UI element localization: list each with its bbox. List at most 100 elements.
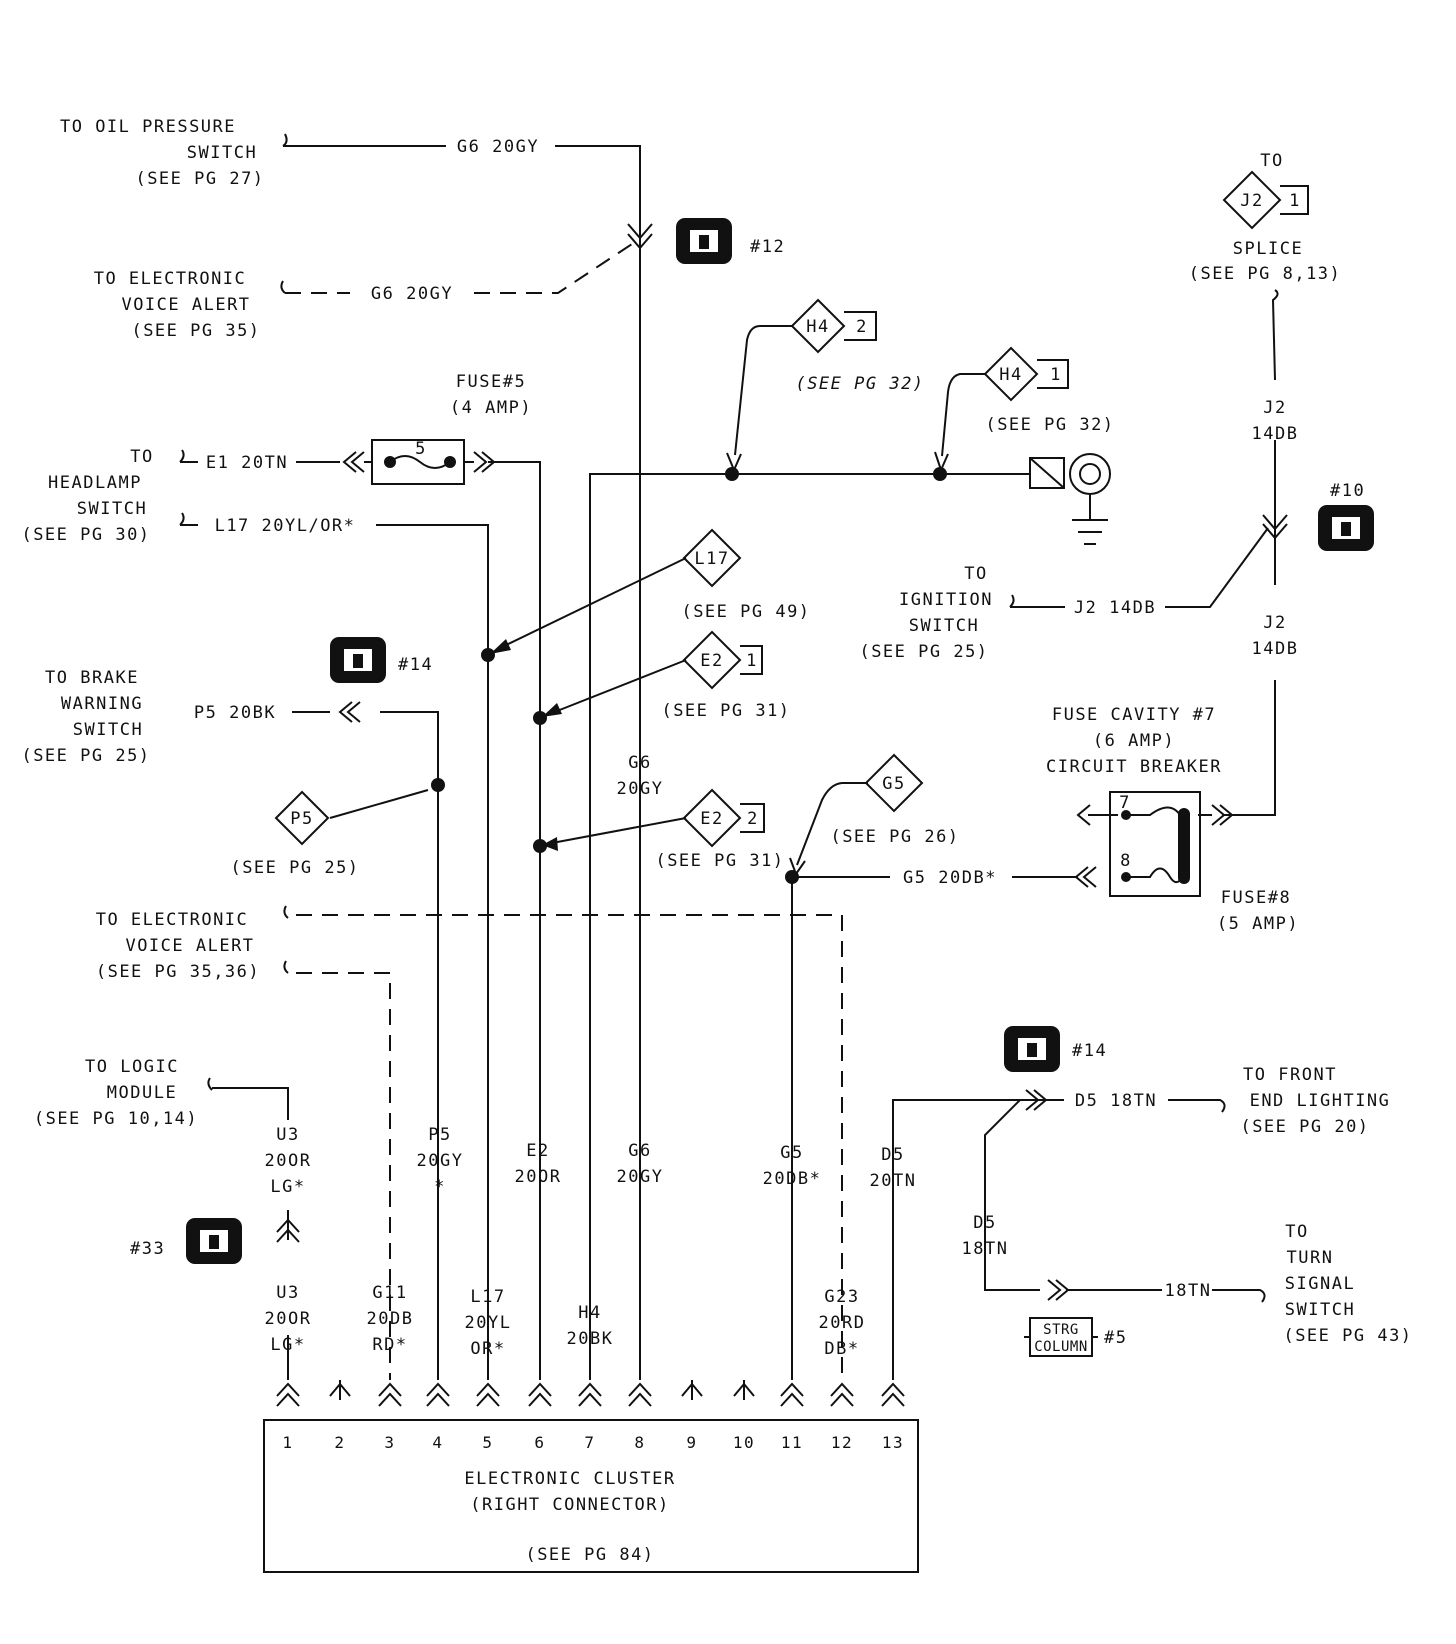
svg-text:E2: E2 [526, 1141, 549, 1161]
connector-14b-badge: #14 [1004, 1026, 1106, 1072]
wire-j2-ign: J2 14DB [1074, 598, 1156, 618]
right-destination-labels: TO IGNITION SWITCH (SEE PG 25) FUSE CAVI… [859, 564, 1412, 1357]
svg-text:TO ELECTRONIC: TO ELECTRONIC [94, 269, 247, 289]
svg-text:2: 2 [747, 809, 759, 829]
inline-connectors [276, 223, 1288, 1407]
svg-text:TO: TO [130, 447, 153, 467]
fuse-5-title: FUSE#5 [456, 372, 526, 392]
wire-labels: G6 20GY G6 20GY E1 20TN L17 20YL/OR* P5 … [194, 137, 1212, 1301]
svg-text:20RD: 20RD [819, 1313, 866, 1333]
splice-e2-2: E2 2 (SEE PG 31) [655, 788, 784, 871]
splice-leaders [329, 325, 985, 877]
svg-text:20TN: 20TN [870, 1171, 917, 1191]
svg-text:OR*: OR* [470, 1339, 505, 1359]
wire-g5: G5 20DB* [903, 868, 997, 888]
splice-j2: J2 1 TO SPLICE (SEE PG 8,13) [1189, 151, 1342, 284]
svg-text:P5: P5 [428, 1125, 451, 1145]
fuse-5: 5 FUSE#5 (4 AMP) [364, 372, 532, 485]
pin-8: 8 [634, 1433, 645, 1452]
svg-text:U3: U3 [276, 1125, 299, 1145]
pin-13: 13 [882, 1433, 904, 1452]
svg-text:HEADLAMP: HEADLAMP [48, 473, 142, 493]
wire-d5-turn: 18TN [1165, 1281, 1212, 1301]
wire-d5-front: D5 18TN [1075, 1091, 1157, 1111]
svg-text:G6: G6 [628, 753, 651, 773]
svg-text:TURN: TURN [1287, 1248, 1334, 1268]
pin-3: 3 [384, 1433, 395, 1452]
pin-9: 9 [686, 1433, 697, 1452]
dest-voice-alert-1: TO ELECTRONIC VOICE ALERT (SEE PG 35) [94, 269, 259, 341]
svg-text:20BK: 20BK [567, 1329, 614, 1349]
pin-10: 10 [733, 1433, 755, 1452]
cluster-pin-labels: 1 2 3 4 5 6 7 8 9 10 11 12 13 [282, 1433, 904, 1452]
svg-text:20DB: 20DB [367, 1309, 414, 1329]
svg-text:G5: G5 [882, 774, 905, 794]
wire-l17: L17 20YL/OR* [215, 516, 356, 536]
svg-text:MODULE: MODULE [107, 1083, 177, 1103]
splice-dots [431, 467, 947, 884]
svg-text:(SEE PG 31): (SEE PG 31) [655, 851, 784, 871]
splice-l17: L17 (SEE PG 49) [681, 528, 809, 622]
wire-e1: E1 20TN [206, 453, 288, 473]
svg-text:1: 1 [1050, 365, 1062, 385]
circuit-breaker: 7 8 [1076, 791, 1212, 897]
svg-text:L17: L17 [470, 1287, 505, 1307]
wire-p5: P5 20BK [194, 703, 276, 723]
svg-text:#5: #5 [1104, 1328, 1127, 1348]
dest-brake-warning: TO BRAKE WARNING SWITCH (SEE PG 25) [21, 668, 149, 766]
connector-10-badge: #10 [1318, 481, 1374, 551]
fuse-5-number: 5 [415, 439, 427, 459]
svg-text:J2: J2 [1240, 191, 1263, 211]
svg-text:(SEE PG 43): (SEE PG 43) [1283, 1326, 1412, 1346]
svg-text:(SEE PG 31): (SEE PG 31) [661, 701, 790, 721]
svg-text:E2: E2 [700, 651, 723, 671]
svg-text:TO ELECTRONIC: TO ELECTRONIC [96, 910, 249, 930]
fuse-8-labels: FUSE#8 (5 AMP) [1217, 888, 1299, 934]
svg-text:G23: G23 [824, 1287, 859, 1307]
svg-text:G11: G11 [372, 1283, 407, 1303]
svg-text:SWITCH: SWITCH [73, 720, 143, 740]
svg-text:(SEE PG 27): (SEE PG 27) [135, 169, 264, 189]
svg-text:(SEE PG 8,13): (SEE PG 8,13) [1189, 264, 1342, 284]
svg-text:SWITCH: SWITCH [1285, 1300, 1355, 1320]
fuse-5-rating: (4 AMP) [450, 398, 532, 418]
svg-text:E2: E2 [700, 809, 723, 829]
left-destination-labels: TO OIL PRESSURE SWITCH (SEE PG 27) TO EL… [21, 117, 264, 1129]
svg-text:(SEE PG 26): (SEE PG 26) [830, 827, 959, 847]
pin-12: 12 [831, 1433, 853, 1452]
splice-p5: P5 (SEE PG 25) [230, 790, 358, 878]
svg-text:18TN: 18TN [962, 1239, 1009, 1259]
svg-text:SPLICE: SPLICE [1233, 239, 1303, 259]
svg-text:SWITCH: SWITCH [77, 499, 147, 519]
svg-text:TO: TO [1260, 151, 1283, 171]
pin-1: 1 [282, 1433, 293, 1452]
electronic-cluster: 1 2 3 4 5 6 7 8 9 10 11 12 13 ELECTRONIC… [263, 1419, 919, 1573]
svg-text:(SEE PG 35,36): (SEE PG 35,36) [96, 962, 260, 982]
svg-text:SWITCH: SWITCH [909, 616, 979, 636]
dest-front-lighting: TO FRONT END LIGHTING (SEE PG 20) [1240, 1065, 1388, 1137]
svg-text:TO BRAKE: TO BRAKE [45, 668, 139, 688]
svg-text:(SEE PG 32): (SEE PG 32) [985, 415, 1114, 435]
svg-text:H4: H4 [578, 1303, 601, 1323]
svg-text:VOICE ALERT: VOICE ALERT [121, 295, 250, 315]
svg-text:(SEE PG 25): (SEE PG 25) [859, 642, 988, 662]
svg-text:L17: L17 [694, 549, 729, 569]
svg-text:20OR: 20OR [515, 1167, 562, 1187]
svg-text:(5 AMP): (5 AMP) [1217, 914, 1299, 934]
strg-column-box: STRG COLUMN #5 [1024, 1317, 1127, 1357]
svg-text:P5: P5 [290, 809, 313, 829]
vlabel-d5-18: D5 18TN [962, 1213, 1009, 1259]
svg-text:D5: D5 [973, 1213, 996, 1233]
svg-text:COLUMN: COLUMN [1034, 1339, 1088, 1355]
ground-component [1029, 453, 1111, 545]
svg-text:14DB: 14DB [1252, 639, 1299, 659]
svg-text:20DB*: 20DB* [763, 1169, 822, 1189]
dest-ignition: TO IGNITION SWITCH (SEE PG 25) [859, 564, 991, 662]
svg-text:J2: J2 [1263, 613, 1286, 633]
svg-text:VOICE ALERT: VOICE ALERT [125, 936, 254, 956]
svg-text:20GY: 20GY [617, 779, 664, 799]
